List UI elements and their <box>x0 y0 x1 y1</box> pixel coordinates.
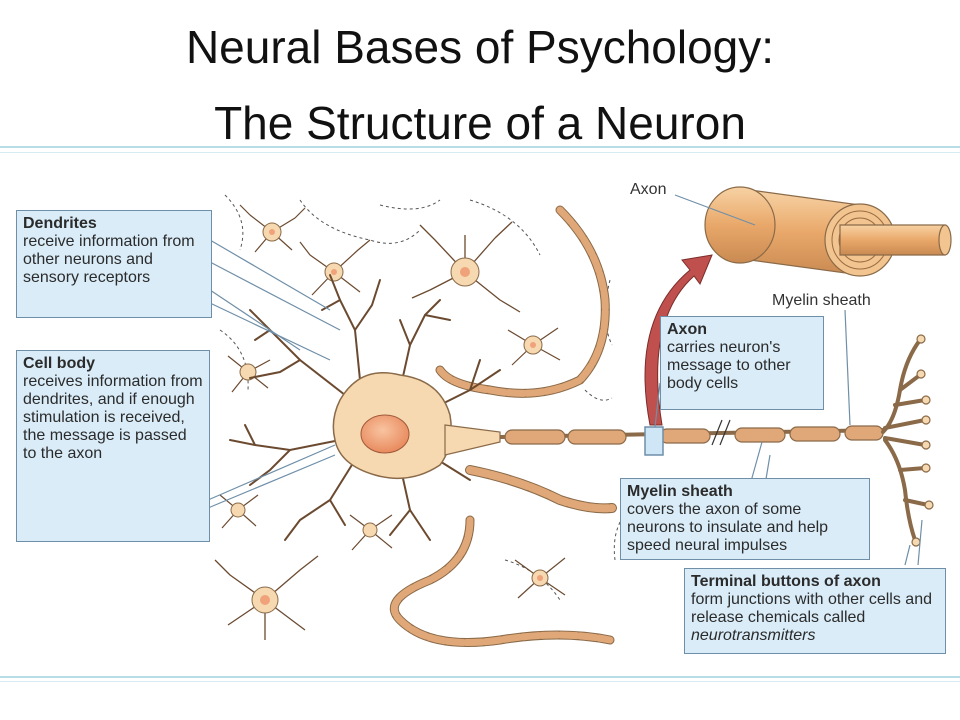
slide-title-line-2: The Structure of a Neuron <box>214 97 746 148</box>
myelin-heading: Myelin sheath <box>627 483 733 500</box>
upper-looping-axon <box>435 205 610 398</box>
axon-hillock <box>444 424 501 456</box>
background-neuron-1 <box>239 204 306 253</box>
myelin-cylinder-zoom <box>704 186 952 277</box>
axon-heading: Axon <box>667 321 707 338</box>
axon-terminals <box>881 338 930 542</box>
footer-divider-thin <box>0 681 960 682</box>
myelin-zoom-label: Myelin sheath <box>772 292 871 309</box>
background-neuron-6 <box>214 555 319 640</box>
background-neuron-9 <box>349 514 393 551</box>
cell-body-text: receives information from dendrites, and… <box>23 373 203 462</box>
axon-text: carries neuron's message to other body c… <box>667 339 791 392</box>
dendrites-heading: Dendrites <box>23 215 97 232</box>
terminal-italic-term: neurotransmitters <box>691 627 816 644</box>
title-divider <box>0 146 960 148</box>
cell-body-callout: Cell body receives information from dend… <box>16 350 210 542</box>
slide-title-line-1: Neural Bases of Psychology: <box>185 21 775 73</box>
background-neuron-3 <box>411 221 521 313</box>
terminal-buttons <box>911 334 934 547</box>
background-neuron-5 <box>227 355 271 393</box>
leader-lines <box>207 194 923 566</box>
zoom-arrow <box>644 254 713 426</box>
dendrites-callout: Dendrites receive information from other… <box>16 210 212 318</box>
terminal-heading: Terminal buttons of axon <box>691 573 881 590</box>
footer-divider <box>0 676 960 678</box>
background-neuron-7 <box>514 557 566 599</box>
myelin-sheath-callout: Myelin sheath covers the axon of some ne… <box>620 478 870 560</box>
background-neuron-4 <box>507 327 561 366</box>
axon-callout: Axon carries neuron's message to other b… <box>660 316 824 410</box>
cell-body-heading: Cell body <box>23 355 96 372</box>
terminal-text: form junctions with other cells and rele… <box>691 591 932 626</box>
terminal-buttons-callout: Terminal buttons of axon form junctions … <box>684 568 946 654</box>
main-myelinated-axon <box>499 419 886 446</box>
dendrites-text: receive information from other neurons a… <box>23 233 195 286</box>
axon-zoom-label: Axon <box>630 181 667 198</box>
nucleus <box>360 414 410 454</box>
myelin-text: covers the axon of some neurons to insul… <box>627 501 829 554</box>
secondary-axon <box>465 465 617 514</box>
background-neuron-8 <box>219 494 259 529</box>
lower-looping-axon <box>389 515 615 647</box>
background-neuron-2 <box>299 239 371 296</box>
title-divider-thin <box>0 152 960 153</box>
axon-highlight-box <box>644 426 664 456</box>
